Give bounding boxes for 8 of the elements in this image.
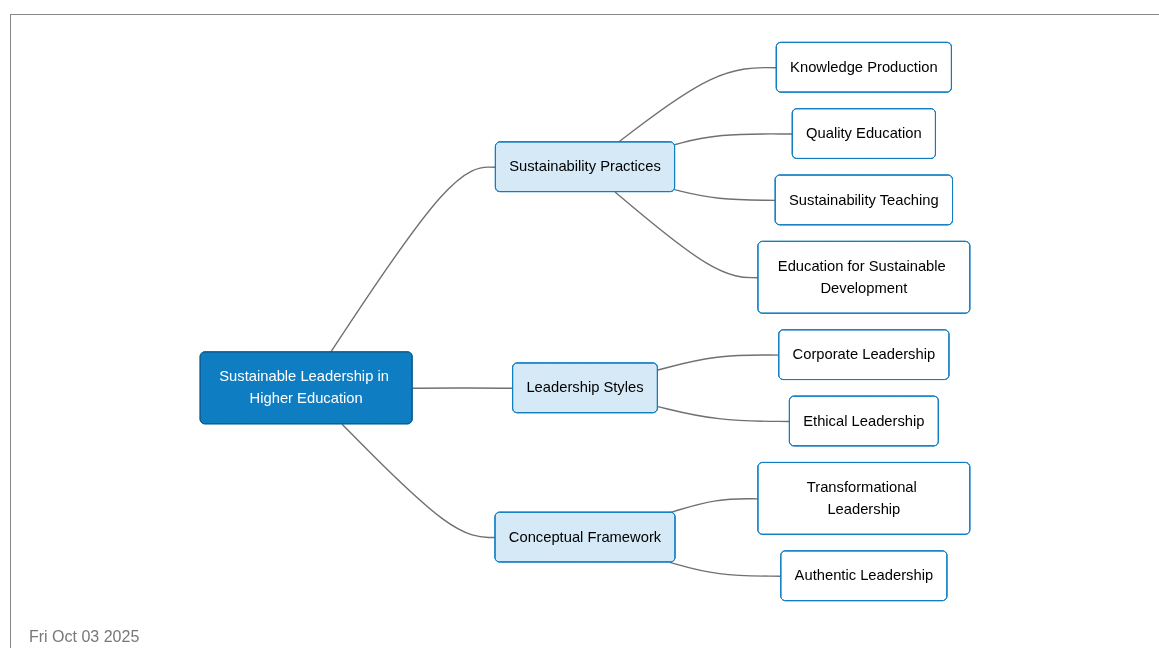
connector bbox=[657, 405, 791, 423]
connector bbox=[411, 387, 514, 389]
date-note: Fri Oct 03 2025 bbox=[29, 628, 140, 645]
connector bbox=[657, 354, 780, 371]
connector bbox=[617, 66, 778, 143]
connector bbox=[673, 133, 794, 146]
connector bbox=[669, 561, 782, 577]
connector bbox=[673, 188, 777, 202]
